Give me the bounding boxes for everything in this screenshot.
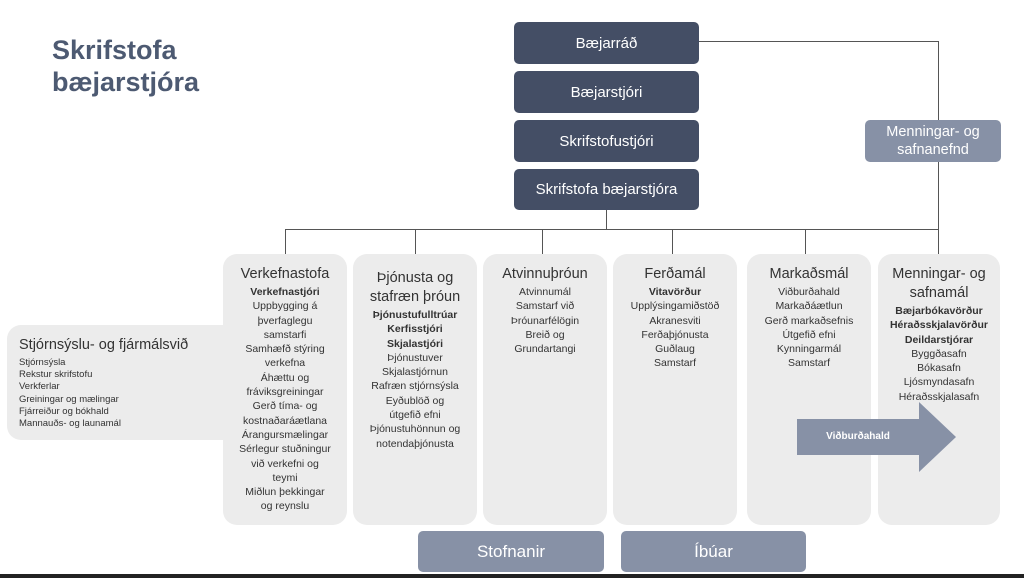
connector-drop-2 bbox=[415, 229, 416, 254]
column-item: Þjónustuver bbox=[387, 351, 443, 364]
side-panel-item: Greiningar og mælingar bbox=[19, 393, 119, 405]
column-heading: Menningar- og bbox=[892, 266, 986, 282]
column-item: Atvinnumál bbox=[519, 286, 571, 298]
side-panel-item: Rekstur skrifstofu bbox=[19, 369, 93, 381]
column-item: notendaþjónusta bbox=[376, 437, 454, 450]
column-role: Héraðsskjalavörður bbox=[889, 319, 989, 332]
box-stofnanir: Stofnanir bbox=[418, 531, 604, 572]
column-item: Ljósmyndasafn bbox=[903, 376, 975, 389]
column-item: Samstarf við bbox=[515, 300, 575, 313]
column-heading: safnamál bbox=[909, 285, 969, 301]
column-item: Akranesviti bbox=[649, 314, 701, 327]
column-item: Upplýsingamiðstöð bbox=[630, 300, 720, 313]
side-panel-heading: Stjórnsýslu- og fjármálsvið bbox=[19, 337, 189, 353]
column-item: Kynningarmál bbox=[776, 343, 842, 356]
arrow-label: Viðburðahald bbox=[826, 431, 890, 442]
column-item: Grundartangi bbox=[514, 343, 576, 356]
column-item: teymi bbox=[272, 471, 298, 484]
side-panel-stjornsyslu: Stjórnsýslu- og fjármálsvið Stjórnsýsla … bbox=[7, 325, 252, 440]
column-item: Héraðsskjalasafn bbox=[898, 390, 980, 403]
arrow-right-icon bbox=[797, 402, 956, 472]
column-item: Guðlaug bbox=[655, 343, 695, 356]
box-menningar-safnanefnd: Menningar- og safnanefnd bbox=[865, 120, 1001, 162]
box-skrifstofustjori: Skrifstofustjóri bbox=[514, 120, 699, 162]
connector-drop-3 bbox=[542, 229, 543, 254]
column-item: Eyðublöð og bbox=[385, 394, 445, 407]
column-heading: Ferðamál bbox=[644, 266, 706, 282]
column-item: kostnaðaráætlana bbox=[242, 414, 328, 427]
column-heading: Markaðsmál bbox=[769, 266, 849, 282]
column-item: Samstarf bbox=[787, 357, 830, 370]
column-item: samstarfi bbox=[263, 328, 307, 341]
column-item: og reynslu bbox=[260, 500, 310, 513]
column-item: Uppbygging á bbox=[252, 300, 318, 313]
committee-line-1: Menningar- og bbox=[886, 124, 980, 140]
connector-main-vertical bbox=[606, 208, 607, 230]
column-item: Þróunarfélögin bbox=[510, 314, 580, 327]
column-item: fráviksgreiningar bbox=[246, 386, 324, 399]
column-role: Verkefnastjóri bbox=[250, 286, 320, 298]
column-item: Gerð markaðsefnis bbox=[764, 314, 854, 327]
column-role: Bæjarbókavörður bbox=[895, 305, 983, 317]
column-role: Skjalastjóri bbox=[386, 337, 444, 350]
column-role: Kerfisstjóri bbox=[387, 323, 443, 336]
bottom-divider bbox=[0, 574, 1024, 578]
column-item: Bókasafn bbox=[917, 362, 961, 375]
column-role: Vitavörður bbox=[648, 286, 702, 298]
column-item: Byggðasafn bbox=[911, 347, 967, 360]
column-heading: Þjónusta og bbox=[376, 270, 454, 286]
column-heading: stafræn þróun bbox=[369, 289, 461, 305]
column-item: Útgefið efni bbox=[782, 328, 836, 341]
column-item: Markaðáætlun bbox=[775, 300, 843, 313]
committee-line-2: safnanefnd bbox=[897, 142, 969, 158]
column-item: Gerð tíma- og bbox=[252, 400, 318, 413]
connector-right-top bbox=[699, 41, 939, 42]
column-item: verkefna bbox=[264, 357, 306, 370]
column-item: Ferðaþjónusta bbox=[641, 328, 709, 341]
column-item: Viðburðahald bbox=[778, 286, 840, 298]
column-item: Samhæfð stýring bbox=[245, 343, 325, 356]
side-panel-item: Fjárreiður og bókhald bbox=[19, 405, 109, 417]
box-ibuar: Íbúar bbox=[621, 531, 806, 572]
column-item: Miðlun þekkingar bbox=[245, 486, 325, 499]
column-item: Rafræn stjórnsýsla bbox=[371, 380, 459, 393]
column-item: Þjónustuhönnun og bbox=[369, 423, 461, 436]
column-item: við verkefni og bbox=[251, 457, 319, 470]
title-line-2: bæjarstjóra bbox=[52, 67, 200, 97]
box-skrifstofa-baejarstjora: Skrifstofa bæjarstjóra bbox=[514, 169, 699, 210]
side-panel-item: Verkferlar bbox=[19, 381, 60, 393]
column-role: Þjónustufulltrúar bbox=[372, 309, 458, 321]
side-panel-item: Mannauðs- og launamál bbox=[19, 418, 121, 430]
page-title: Skrifstofa bæjarstjóra bbox=[52, 34, 199, 98]
connector-drop-6 bbox=[938, 229, 939, 254]
box-baejarstjori: Bæjarstjóri bbox=[514, 71, 699, 113]
connector-drop-5 bbox=[805, 229, 806, 254]
column-heading: Verkefnastofa bbox=[240, 266, 330, 282]
connector-drop-4 bbox=[672, 229, 673, 254]
column-heading: Atvinnuþróun bbox=[502, 266, 588, 282]
title-line-1: Skrifstofa bbox=[52, 35, 177, 65]
column-item: Árangursmælingar bbox=[241, 428, 329, 441]
column-item: þverfaglegu bbox=[257, 314, 313, 327]
column-item: Breið og bbox=[525, 328, 565, 341]
column-item: Áhættu og bbox=[260, 371, 310, 384]
connector-horizontal bbox=[285, 229, 939, 230]
connector-drop-1 bbox=[285, 229, 286, 254]
column-item: útgefið efni bbox=[389, 409, 441, 422]
column-item: Samstarf bbox=[653, 357, 696, 370]
column-item: Skjalastjórnun bbox=[382, 366, 448, 379]
column-item: Sérlegur stuðningur bbox=[239, 443, 331, 456]
box-baejarrad: Bæjarráð bbox=[514, 22, 699, 64]
column-role: Deildarstjórar bbox=[904, 333, 974, 346]
side-panel-item: Stjórnsýsla bbox=[19, 357, 66, 368]
